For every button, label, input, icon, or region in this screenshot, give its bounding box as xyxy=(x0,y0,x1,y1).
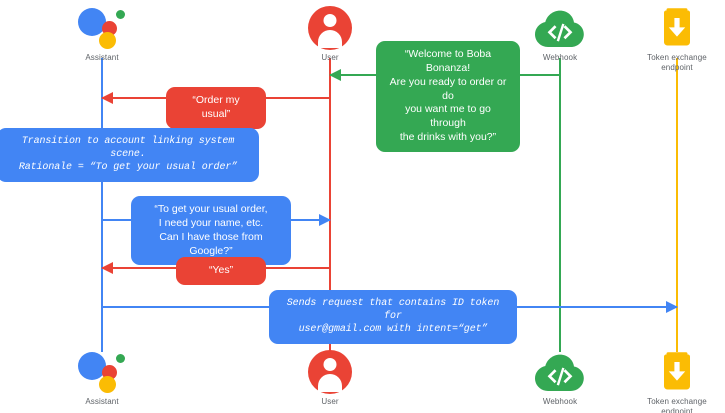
actor-label-user-bottom: User xyxy=(321,397,339,406)
lifeline-webhook xyxy=(559,58,561,352)
actor-user-top: User xyxy=(270,6,390,63)
google-assistant-icon xyxy=(76,6,128,50)
actor-label-assistant-top: Assistant xyxy=(85,53,119,62)
note-sends-request-id-token: Sends request that contains ID token for… xyxy=(269,290,517,344)
actor-webhook-top: Webhook xyxy=(500,6,620,63)
actor-label-token-endpoint-bottom: Token exchange endpoint xyxy=(647,397,707,413)
lifeline-token-exchange-endpoint xyxy=(676,58,678,352)
actor-token-endpoint-bottom: Token exchange endpoint xyxy=(617,350,725,413)
actor-label-webhook-top: Webhook xyxy=(542,53,578,62)
cloud-code-icon xyxy=(532,350,588,394)
message-bubble-yes: “Yes” xyxy=(176,257,266,285)
actor-label-token-endpoint-top: Token exchange endpoint xyxy=(647,53,707,72)
actor-label-user-top: User xyxy=(321,53,339,62)
google-assistant-icon xyxy=(76,350,128,394)
user-avatar-icon xyxy=(308,350,352,394)
cloud-code-icon xyxy=(532,6,588,50)
download-box-icon xyxy=(655,6,699,50)
actor-webhook-bottom: Webhook xyxy=(500,350,620,407)
actor-label-webhook-bottom: Webhook xyxy=(542,397,578,406)
actor-assistant-top: Assistant xyxy=(42,6,162,63)
download-box-icon xyxy=(655,350,699,394)
message-bubble-welcome: “Welcome to Boba Bonanza! Are you ready … xyxy=(376,41,520,153)
actor-assistant-bottom: Assistant xyxy=(42,350,162,407)
user-avatar-icon xyxy=(308,6,352,50)
message-bubble-order-my-usual: “Order my usual” xyxy=(166,87,266,129)
actor-user-bottom: User xyxy=(270,350,390,407)
actor-label-assistant-bottom: Assistant xyxy=(85,397,119,406)
lifeline-user xyxy=(329,58,331,352)
note-transition-account-linking: Transition to account linking system sce… xyxy=(0,128,259,182)
message-bubble-need-your-name: “To get your usual order, I need your na… xyxy=(131,196,291,266)
actor-token-endpoint-top: Token exchange endpoint xyxy=(617,6,725,73)
lifeline-assistant xyxy=(101,58,103,352)
